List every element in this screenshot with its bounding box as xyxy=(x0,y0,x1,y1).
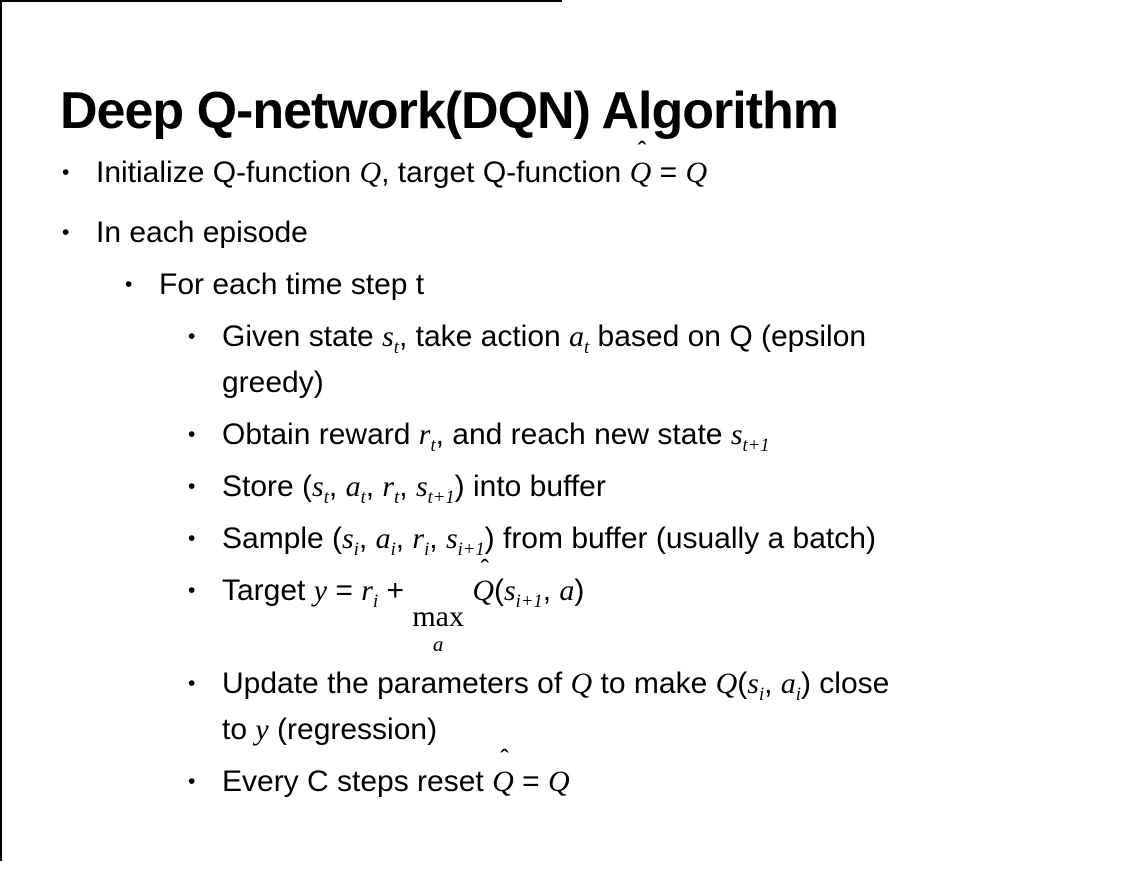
bullet-text: Initialize Q-function Q, target Q-functi… xyxy=(96,137,708,189)
bullet-icon: • xyxy=(188,769,196,793)
bullet-icon: • xyxy=(188,527,196,550)
bullet-icon: • xyxy=(62,161,70,184)
bullet-icon: • xyxy=(188,475,196,498)
bullet-text: Store (st, at, rt, st+1) into buffer xyxy=(222,470,606,508)
bullet-text: Obtain reward rt, and reach new state st… xyxy=(222,418,770,456)
top-border-line xyxy=(0,0,562,2)
bullet-item: • Obtain reward rt, and reach new state … xyxy=(188,412,1100,458)
bullet-icon: • xyxy=(188,671,196,695)
bullet-list: • Initialize Q-function Q, target Q-func… xyxy=(62,137,1100,811)
slide-title: Deep Q-network(DQN) Algorithm xyxy=(60,81,839,140)
bullet-item: • Initialize Q-function Q, target Q-func… xyxy=(62,137,1100,196)
bullet-item: • Sample (si, ai, ri, si+1) from buffer … xyxy=(188,516,1100,562)
bullet-icon: • xyxy=(125,273,133,296)
bullet-text: Sample (si, ai, ri, si+1) from buffer (u… xyxy=(222,522,876,560)
bullet-icon: • xyxy=(188,579,196,602)
bullet-text: In each episode xyxy=(96,216,308,249)
bullet-item: • For each time step t xyxy=(125,262,1100,308)
bullet-icon: • xyxy=(62,221,70,244)
bullet-item: • Update the parameters of Q to make Q(s… xyxy=(188,661,1100,753)
bullet-text: For each time step t xyxy=(159,268,425,301)
bullet-item: • Given state st, take action at based o… xyxy=(188,314,1100,406)
left-border-line xyxy=(0,0,2,861)
bullet-text: Given state st, take action at based on … xyxy=(222,320,867,399)
bullet-icon: • xyxy=(188,423,196,446)
bullet-icon: • xyxy=(188,325,196,348)
bullet-text: Update the parameters of Q to make Q(si,… xyxy=(222,666,890,746)
bullet-item: • In each episode xyxy=(62,210,1100,256)
bullet-item: • Store (st, at, rt, st+1) into buffer xyxy=(188,464,1100,510)
